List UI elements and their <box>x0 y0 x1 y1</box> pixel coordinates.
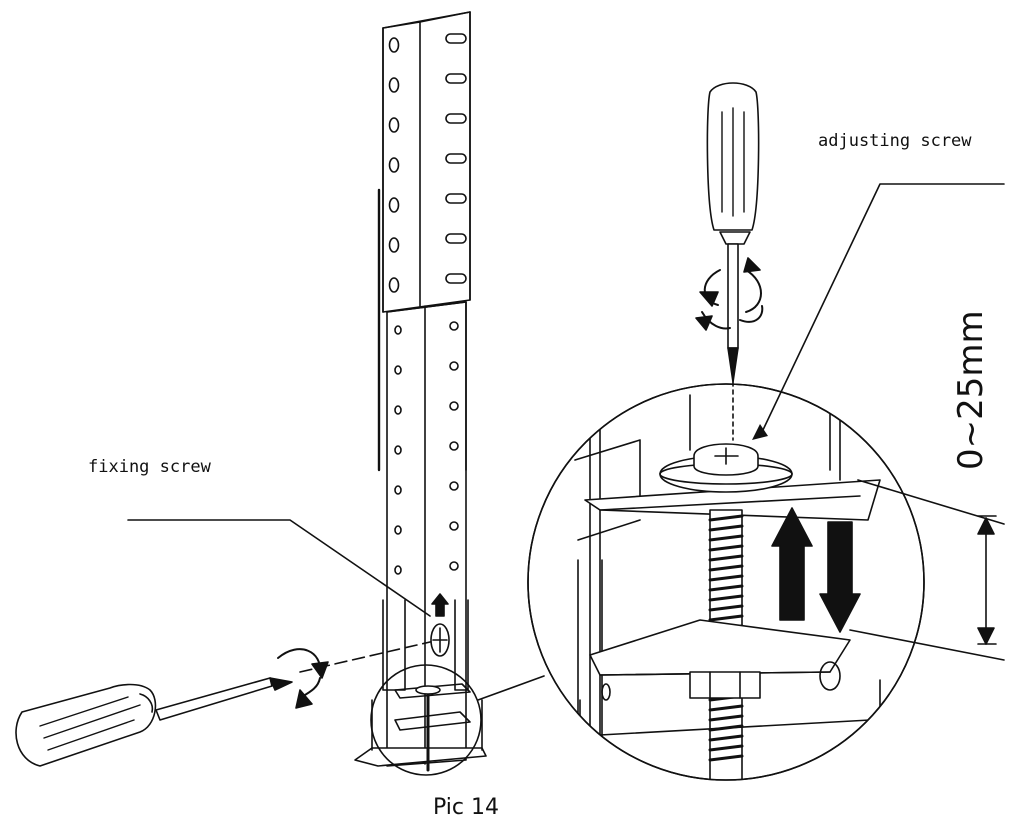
figure-caption: Pic 14 <box>433 795 499 820</box>
detail-connector <box>477 675 545 701</box>
rotation-arrow-top-icon <box>695 257 764 331</box>
screwdriver-left-icon <box>15 641 431 767</box>
lower-post-holes <box>394 321 459 575</box>
adjusting-screw-label: adjusting screw <box>818 131 972 151</box>
adjusting-screw-leader <box>761 183 1005 433</box>
range-label: 0~25mm <box>951 310 991 470</box>
detail-marker-circle <box>370 664 482 776</box>
dimension-marker <box>849 479 1005 661</box>
screwdriver-top-icon <box>706 82 760 441</box>
up-down-arrows-icon <box>771 507 861 633</box>
threaded-rod <box>708 509 744 780</box>
fixing-screw-head <box>430 623 450 657</box>
rotation-arrow-left-icon <box>277 648 329 709</box>
fixing-screw-leader <box>127 519 431 617</box>
upper-post-holes <box>388 33 467 293</box>
fixing-screw-label: fixing screw <box>88 457 212 477</box>
lower-post <box>354 301 487 772</box>
upper-post <box>377 11 471 472</box>
detail-view <box>527 383 925 781</box>
